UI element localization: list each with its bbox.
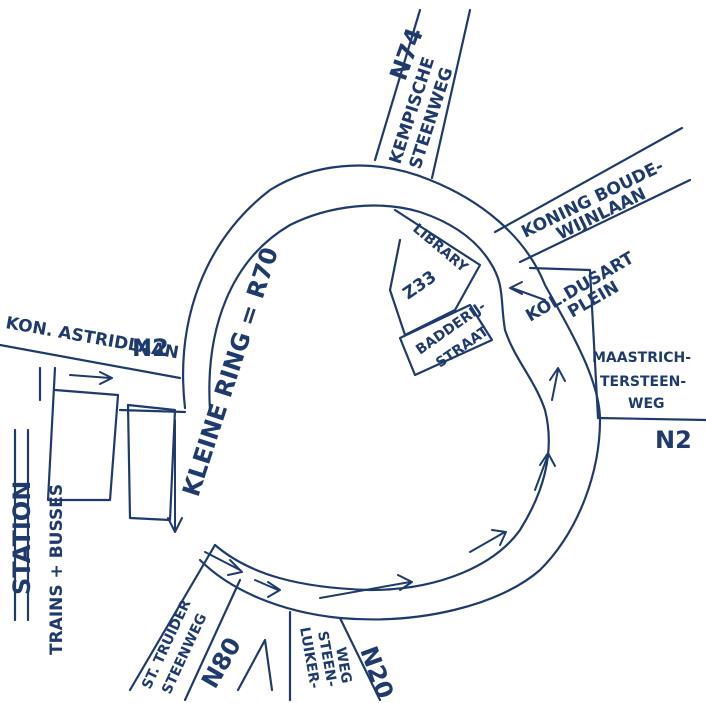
badderij-road <box>398 303 494 377</box>
truiden-road-left <box>128 543 217 692</box>
truiden-road-right <box>183 578 242 702</box>
label-kleine-ring: KLEINE RING = R70 <box>177 244 284 500</box>
koning-road-top <box>493 126 684 234</box>
label-trains-busses: TRAINS + BUSSES <box>47 484 67 655</box>
koning-road-bottom <box>518 178 692 264</box>
arrow-east-1 <box>319 574 413 599</box>
arrow-up-1 <box>534 452 556 491</box>
label-maastricht-2: TERSTEEN- <box>600 374 686 390</box>
ring-road-outer <box>182 164 602 621</box>
label-library: LIBRARY <box>409 221 471 277</box>
kempische-road-left <box>373 8 422 162</box>
arrow-west <box>69 371 113 385</box>
arrow-south-1 <box>204 551 243 576</box>
kempische-road-right <box>430 8 472 180</box>
label-maastricht-3: WEG <box>628 396 665 412</box>
ring-road-inner <box>208 204 550 592</box>
arrow-south-2 <box>254 579 281 598</box>
maastricht-road-bottom <box>596 416 706 422</box>
luiker-road-right <box>338 616 382 702</box>
library-outline <box>388 208 482 337</box>
astridlaan-road-top <box>0 343 182 380</box>
label-n80: N80 <box>196 633 247 693</box>
arrow-library <box>509 281 546 301</box>
arrow-east-2 <box>469 529 507 553</box>
label-luiker-3: WEG <box>332 646 354 685</box>
arrow-down-left <box>167 419 183 533</box>
label-n2-east: N2 <box>655 426 692 454</box>
arrow-up-2 <box>549 367 566 401</box>
label-n20: N20 <box>354 642 399 702</box>
station-rail-line <box>13 428 30 622</box>
station-block <box>46 366 120 502</box>
label-station: STATION <box>8 481 36 595</box>
station-block-2 <box>126 403 177 522</box>
label-n2-west: N2 <box>132 334 169 362</box>
n80-triangle <box>236 638 274 692</box>
label-maastricht-1: MAASTRICH- <box>592 350 691 366</box>
label-building: Z33 <box>399 267 440 304</box>
maastricht-road-top <box>528 266 600 420</box>
